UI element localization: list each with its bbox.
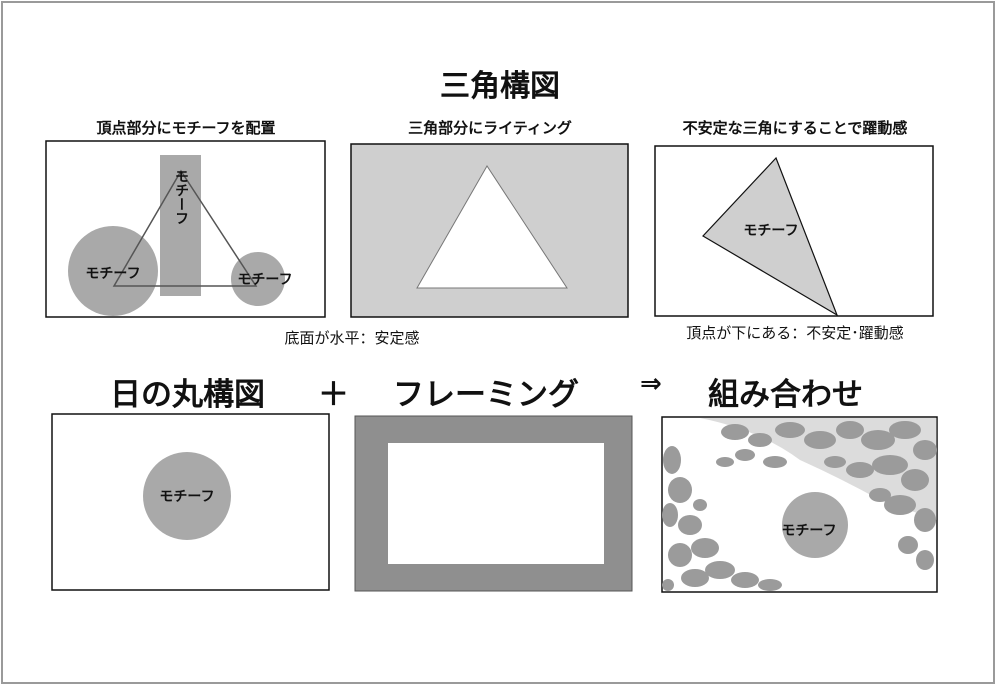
foliage-top-right	[700, 418, 937, 570]
motif-label-triangle: モチーフ	[743, 223, 798, 239]
motif-label-large-circle: モチーフ	[85, 266, 140, 282]
note-stable-base: 底面が水平：安定感	[284, 329, 420, 347]
composition-triangle	[112, 169, 258, 287]
panel-framing	[354, 415, 633, 592]
foliage-left	[662, 446, 782, 591]
eq-combination: 組み合わせ	[708, 377, 863, 413]
motif-label-small-circle: モチーフ	[237, 272, 292, 288]
motif-label-center: モチーフ	[159, 489, 214, 505]
note-unstable-apex: 頂点が下にある：不安定･躍動感	[686, 324, 904, 342]
inverted-triangle	[702, 156, 839, 317]
frame-inner-window	[388, 443, 604, 564]
vertical-motif-bar	[160, 155, 201, 296]
eq-arrow: ⇒	[640, 369, 662, 399]
eq-plus: ＋	[318, 377, 349, 413]
eq-framing: フレーミング	[393, 377, 579, 413]
panel-triangle-lighting	[350, 143, 629, 318]
lit-triangle	[416, 165, 568, 289]
panel-vertex-motif: モチーフ モチーフ モチーフ	[45, 140, 326, 318]
caption-vertex-motif: 頂点部分にモチーフを配置	[96, 119, 276, 137]
caption-unstable-triangle: 不安定な三角にすることで躍動感	[682, 119, 908, 137]
small-motif-circle	[231, 252, 285, 306]
panel-combination: モチーフ	[661, 416, 938, 593]
motif-label-vertical: モチーフ	[173, 169, 189, 225]
panel-hinomaru: モチーフ	[51, 413, 330, 591]
center-motif-circle	[143, 452, 231, 540]
eq-hinomaru: 日の丸構図	[110, 377, 265, 413]
panel-unstable-triangle: モチーフ	[654, 145, 934, 317]
page-title: 三角構図	[440, 69, 560, 104]
caption-triangle-lighting: 三角部分にライティング	[408, 119, 572, 137]
framed-motif-circle	[782, 492, 848, 558]
motif-label-framed: モチーフ	[781, 523, 836, 539]
